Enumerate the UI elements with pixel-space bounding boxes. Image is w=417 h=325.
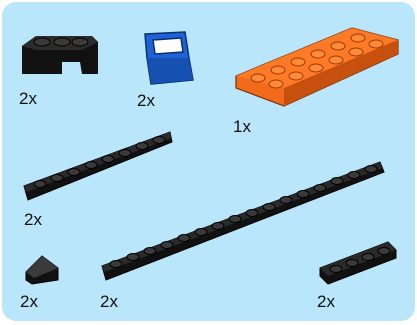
blue-slope-panel xyxy=(137,28,197,86)
qty-label: 2x xyxy=(100,293,118,310)
orange-plate-2x6 xyxy=(232,22,402,110)
qty-label: 2x xyxy=(317,293,335,310)
black-corner-brick xyxy=(18,28,100,78)
qty-label: 2x xyxy=(20,293,38,310)
qty-label: 2x xyxy=(19,90,37,107)
qty-label: 1x xyxy=(233,118,251,135)
black-plate-1x4 xyxy=(316,238,402,288)
qty-label: 2x xyxy=(137,92,155,109)
parts-panel: 2x 2x 1x 2x xyxy=(2,2,415,321)
black-cheese-slope xyxy=(22,252,62,286)
qty-label: 2x xyxy=(24,211,42,228)
